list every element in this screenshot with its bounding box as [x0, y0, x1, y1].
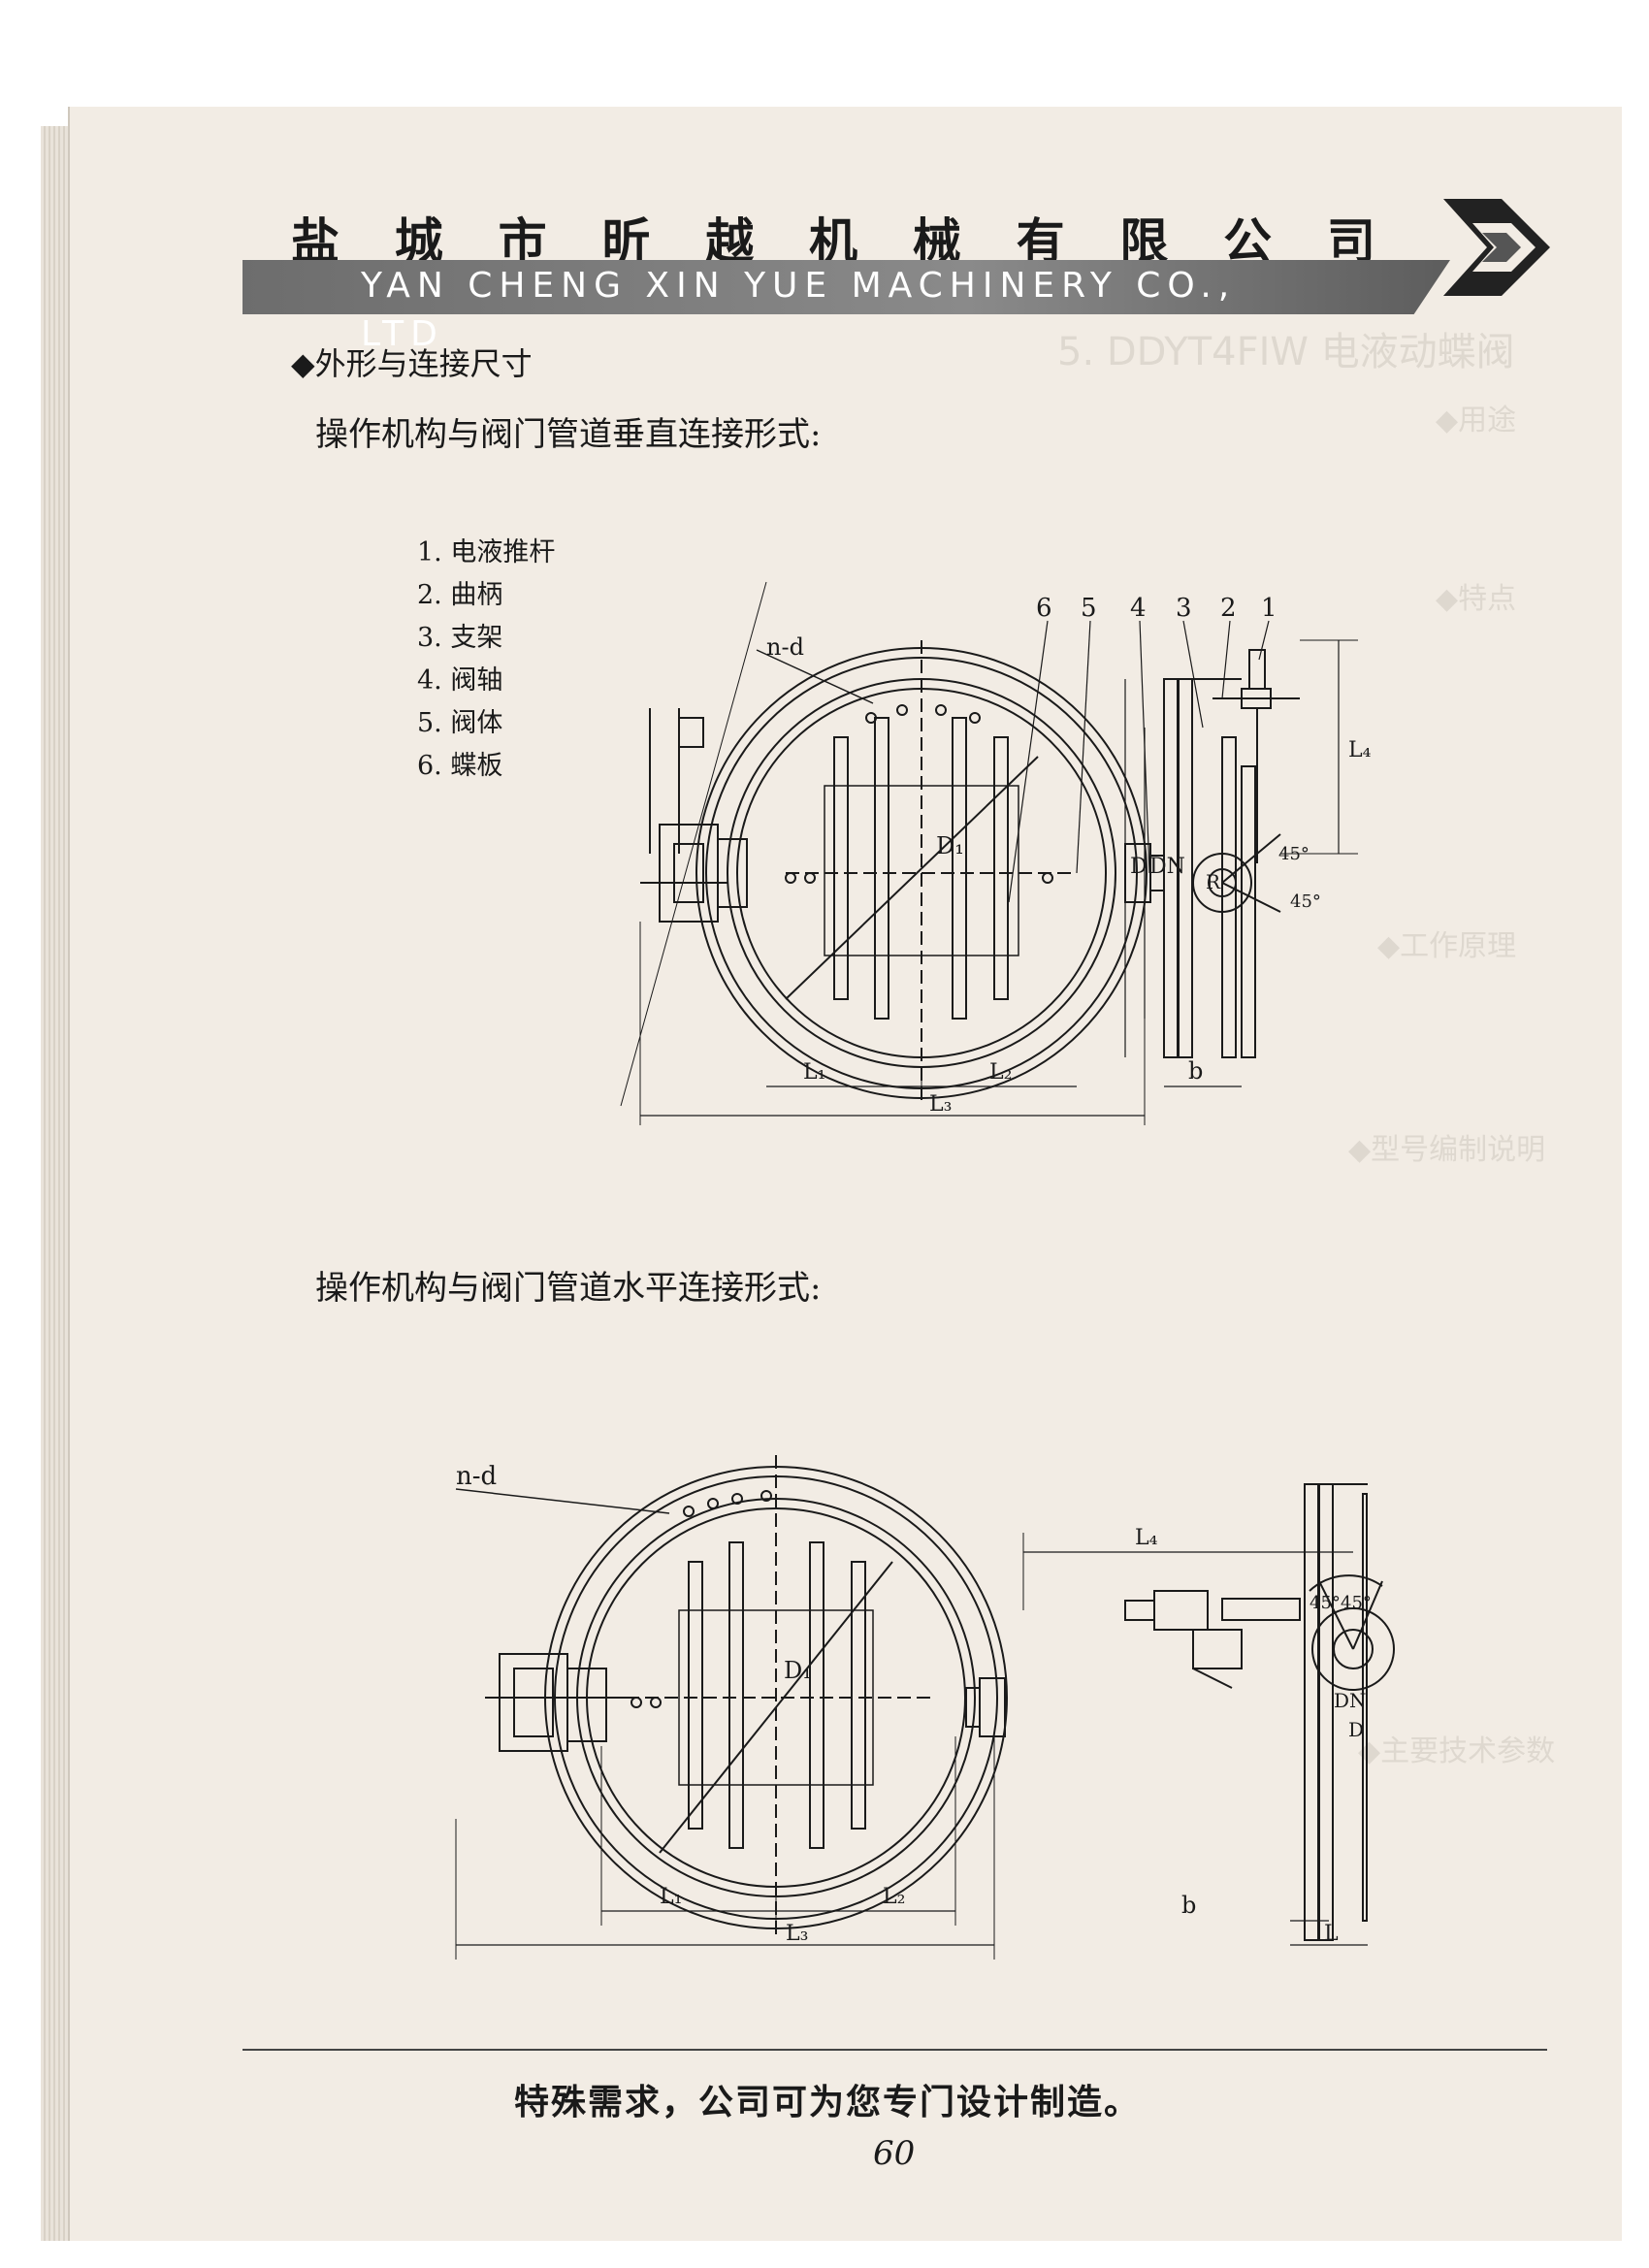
parts-list: 1. 电液推杆 2. 曲柄 3. 支架 4. 阀轴 5. 阀体 6. 蝶板: [417, 532, 555, 788]
bleed-heading-3: ◆工作原理: [1377, 929, 1517, 963]
d-label: D: [1348, 1718, 1364, 1741]
horizontal-subtitle: 操作机构与阀门管道水平连接形式:: [315, 1269, 822, 1308]
list-item: 6. 蝶板: [417, 751, 503, 781]
d1-label: D₁: [784, 1657, 812, 1684]
d-label: D: [1130, 855, 1148, 879]
list-item: 5. 阀体: [417, 708, 503, 738]
l-label: L: [1324, 1922, 1339, 1946]
part-number-3: 3: [1176, 594, 1192, 623]
l3-label: L₃: [929, 1092, 952, 1117]
page-number: 60: [873, 2134, 916, 2173]
list-item: 2. 曲柄: [417, 580, 503, 610]
vertical-subtitle: 操作机构与阀门管道垂直连接形式:: [315, 415, 822, 454]
l4-label: L₄: [1348, 738, 1372, 762]
dn-label: DN: [1334, 1689, 1367, 1712]
d1-label: D₁: [936, 832, 964, 859]
part-number-1: 1: [1261, 594, 1277, 623]
company-name-en: YAN CHENG XIN YUE MACHINERY CO., LTD: [361, 266, 1237, 354]
angle-label: 45°: [1278, 844, 1310, 864]
angle-label: 45°: [1341, 1593, 1372, 1613]
nd-label: n-d: [456, 1462, 497, 1491]
dn-label: DN: [1149, 855, 1185, 879]
page-edge-stack: [41, 126, 70, 2241]
bleed-title: 5. DDYT4FIW 电液动蝶阀: [1057, 330, 1515, 374]
bleed-heading-2: ◆特点: [1436, 582, 1517, 616]
list-item: 1. 电液推杆: [417, 537, 556, 567]
footer-text: 特殊需求，公司可为您专门设计制造。: [514, 2083, 1142, 2122]
l3-label: L₃: [786, 1922, 808, 1946]
section-title: ◆外形与连接尺寸: [291, 345, 533, 382]
footer-divider: [242, 2049, 1547, 2051]
l1-label: L₁: [660, 1885, 682, 1909]
r-label: R: [1206, 870, 1221, 893]
list-item: 4. 阀轴: [417, 665, 503, 696]
company-logo-icon: [1443, 199, 1550, 296]
l2-label: L₂: [883, 1885, 905, 1909]
part-number-2: 2: [1220, 594, 1237, 623]
horizontal-connection-drawing: n-d D₁ L₁ L₂ L₃ L₄ b L DN D 45° 45°: [455, 1455, 1395, 1960]
l2-label: L₂: [989, 1060, 1012, 1085]
bleed-heading-1: ◆用途: [1436, 404, 1517, 437]
l4-label: L₄: [1135, 1526, 1158, 1550]
list-item: 3. 支架: [417, 623, 503, 653]
angle-label: 45°: [1290, 891, 1321, 912]
part-number-5: 5: [1081, 594, 1097, 623]
nd-label: n-d: [766, 633, 804, 661]
angle-label: 45°: [1310, 1593, 1341, 1613]
b-label: b: [1181, 1892, 1196, 1919]
l1-label: L₁: [803, 1060, 825, 1085]
header-bar: [242, 260, 1450, 314]
part-number-4: 4: [1130, 594, 1147, 623]
part-number-6: 6: [1036, 594, 1052, 623]
bleed-heading-5: ◆主要技术参数: [1358, 1734, 1556, 1768]
bleed-heading-4: ◆型号编制说明: [1348, 1133, 1546, 1167]
vertical-connection-drawing: n-d D₁ D DN L₁ L₂ L₃ L₄ b R 45° 45° 6 5 …: [620, 581, 1372, 1125]
b-label: b: [1188, 1057, 1203, 1085]
